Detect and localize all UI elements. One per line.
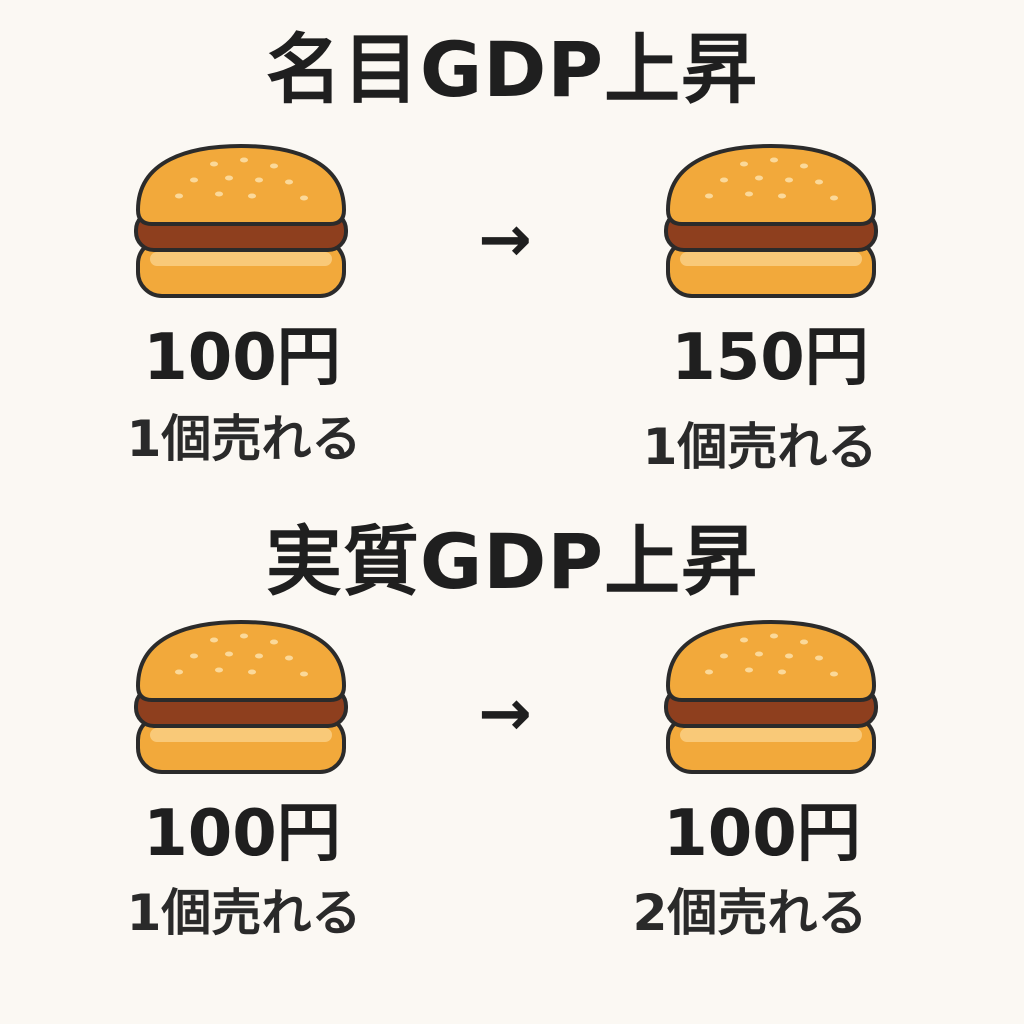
price-label: 150円 [671, 321, 869, 395]
section-title-nominal: 名目GDP上昇 [265, 25, 759, 114]
quantity-label: 1個売れる [126, 884, 362, 942]
right-arrow-icon: → [478, 203, 532, 277]
hamburger-icon [664, 144, 878, 298]
hamburger-icon [664, 620, 878, 774]
quantity-label: 1個売れる [642, 418, 878, 476]
quantity-label: 2個売れる [632, 884, 868, 942]
price-label: 100円 [663, 797, 861, 871]
quantity-label: 1個売れる [126, 410, 362, 468]
right-arrow-icon: → [478, 677, 532, 751]
price-label: 100円 [143, 797, 341, 871]
hamburger-icon [134, 144, 348, 298]
section-title-real: 実質GDP上昇 [265, 517, 759, 606]
hamburger-icon [134, 620, 348, 774]
price-label: 100円 [143, 321, 341, 395]
